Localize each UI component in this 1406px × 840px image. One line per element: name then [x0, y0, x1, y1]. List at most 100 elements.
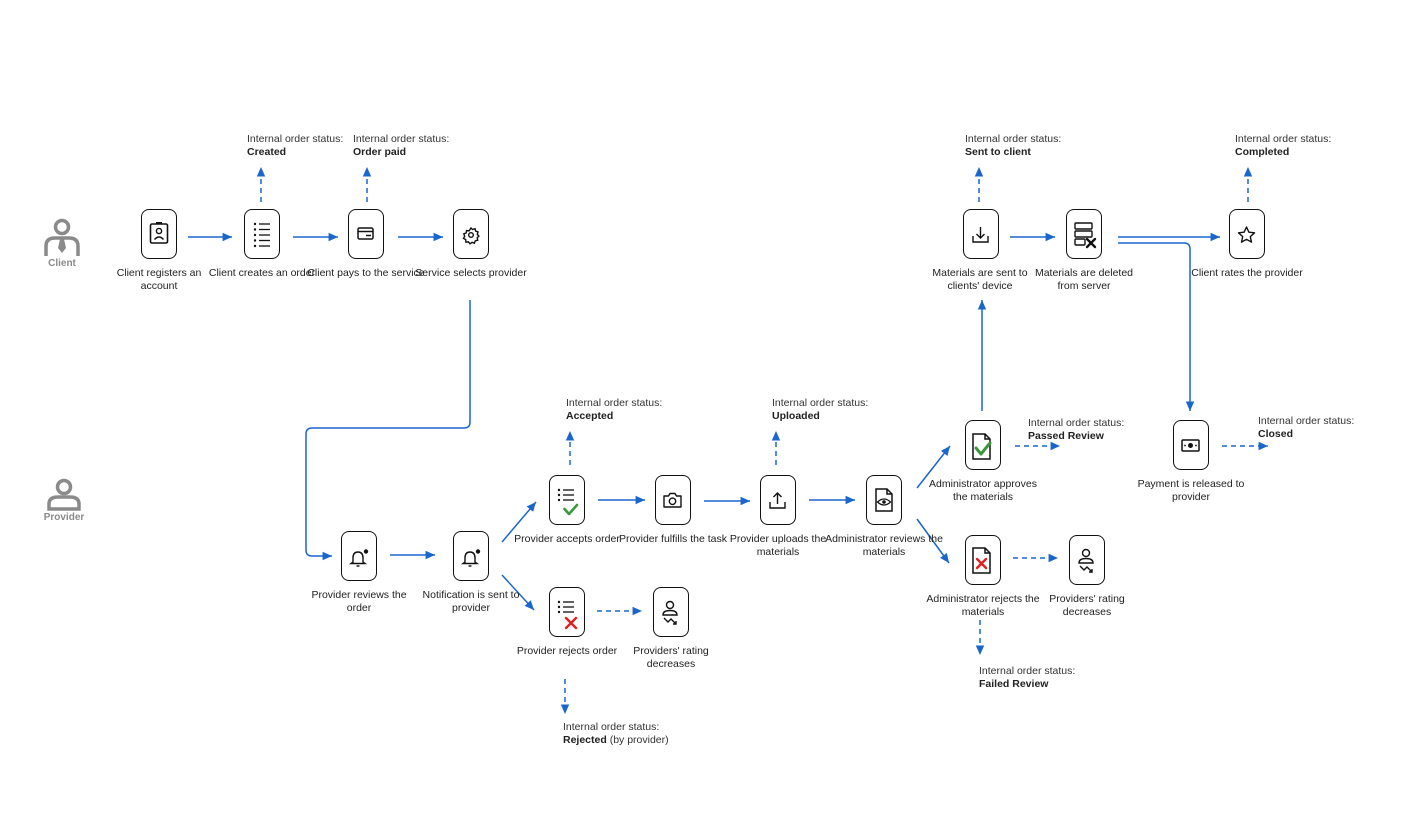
status-closed: Internal order status: Closed — [1258, 415, 1354, 441]
document-check-icon — [972, 433, 992, 460]
status-accepted-prefix: Internal order status: — [566, 397, 663, 409]
bell-icon — [460, 549, 481, 567]
document-cross-icon — [972, 547, 991, 574]
node-create — [244, 209, 280, 259]
status-passed: Internal order status: Passed Review — [1028, 417, 1124, 443]
status-closed-value: Closed — [1258, 428, 1294, 440]
status-completed: Internal order status: Completed — [1235, 133, 1331, 159]
label-adminreject: Administrator rejects the materials — [926, 593, 1040, 618]
rating-down-icon — [662, 600, 678, 625]
role-provider: Provider — [38, 478, 90, 523]
arrow-notify-accept — [501, 501, 537, 543]
rating-down-icon — [1078, 548, 1094, 573]
label-adminreview: Administrator reviews the materials — [825, 533, 943, 558]
node-fulfill — [655, 475, 691, 525]
gear-icon — [462, 226, 480, 245]
list-check-icon — [557, 488, 579, 516]
label-sent: Materials are sent to clients' device — [932, 267, 1028, 292]
node-approve — [965, 420, 1001, 470]
status-uploaded: Internal order status: Uploaded — [772, 397, 868, 423]
role-client: Client — [36, 218, 88, 269]
label-rating1: Providers' rating decreases — [633, 645, 709, 670]
label-review: Provider reviews the order — [311, 589, 407, 614]
label-register: Client registers an account — [116, 267, 202, 292]
node-register — [141, 209, 177, 259]
role-client-label: Client — [48, 258, 76, 269]
node-upload — [760, 475, 796, 525]
status-passed-prefix: Internal order status: — [1028, 417, 1125, 429]
bell-icon — [348, 549, 369, 567]
status-paid-value: Order paid — [353, 146, 407, 158]
status-completed-value: Completed — [1235, 146, 1290, 158]
provider-person-icon — [47, 478, 81, 511]
node-notify — [453, 531, 489, 581]
status-passed-value: Passed Review — [1028, 430, 1104, 442]
label-notify: Notification is sent to provider — [422, 589, 520, 614]
node-payment — [1173, 420, 1209, 470]
label-payment: Payment is released to provider — [1137, 478, 1245, 503]
node-pay — [348, 209, 384, 259]
label-select: Service selects provider — [415, 267, 527, 279]
label-fulfill: Provider fulfills the task — [619, 533, 727, 545]
status-uploaded-value: Uploaded — [772, 410, 820, 422]
node-reject — [549, 587, 585, 637]
status-accepted: Internal order status: Accepted — [566, 397, 662, 423]
label-reject: Provider rejects order — [516, 645, 618, 657]
status-uploaded-prefix: Internal order status: — [772, 397, 869, 409]
status-sent-value: Sent to client — [965, 146, 1031, 158]
status-created-value: Created — [247, 146, 287, 158]
node-select — [453, 209, 489, 259]
status-rejected-value: Rejected — [563, 734, 607, 746]
status-rejected-prefix: Internal order status: — [563, 721, 660, 733]
node-rate — [1229, 209, 1265, 259]
status-paid-prefix: Internal order status: — [353, 133, 450, 145]
arrow-select-review — [305, 300, 471, 561]
node-accept — [549, 475, 585, 525]
label-deleted: Materials are deleted from server — [1034, 267, 1134, 292]
node-deleted — [1066, 209, 1102, 259]
status-accepted-value: Accepted — [566, 410, 614, 422]
status-completed-prefix: Internal order status: — [1235, 133, 1332, 145]
server-delete-icon — [1074, 222, 1097, 249]
status-rejected-suffix: (by provider) — [606, 734, 669, 746]
camera-icon — [663, 492, 682, 508]
node-rating1 — [653, 587, 689, 637]
label-accept: Provider accepts order — [514, 533, 620, 545]
node-rating2 — [1069, 535, 1105, 585]
label-rate: Client rates the provider — [1191, 267, 1303, 279]
status-closed-prefix: Internal order status: — [1258, 415, 1355, 427]
role-provider-label: Provider — [43, 512, 85, 523]
list-cross-icon — [557, 600, 578, 630]
arrow-adminreview-approve — [916, 445, 951, 489]
status-failed-prefix: Internal order status: — [979, 665, 1076, 677]
label-approve: Administrator approves the materials — [929, 478, 1037, 503]
label-create: Client creates an order — [208, 267, 316, 279]
status-created: Internal order status: Created — [247, 133, 343, 159]
upload-icon — [769, 492, 786, 509]
node-review — [341, 531, 377, 581]
status-sent: Internal order status: Sent to client — [965, 133, 1061, 159]
status-rejected: Internal order status: Rejected (by prov… — [563, 721, 669, 747]
arrow-notify-reject — [501, 574, 535, 611]
status-created-prefix: Internal order status: — [247, 133, 344, 145]
credit-card-icon — [357, 227, 374, 240]
arrow-deleted-payment — [1118, 242, 1195, 411]
arrow-adminreview-adminreject — [916, 518, 950, 564]
label-upload: Provider uploads the materials — [729, 533, 827, 558]
money-icon — [1181, 439, 1200, 452]
node-adminreject — [965, 535, 1001, 585]
label-rating2: Providers' rating decreases — [1049, 593, 1125, 618]
label-pay: Client pays to the service — [307, 267, 425, 279]
node-sent — [963, 209, 999, 259]
status-sent-prefix: Internal order status: — [965, 133, 1062, 145]
status-failed: Internal order status: Failed Review — [979, 665, 1075, 691]
status-paid: Internal order status: Order paid — [353, 133, 449, 159]
node-adminreview — [866, 475, 902, 525]
id-badge-icon — [149, 222, 169, 244]
download-icon — [972, 227, 989, 243]
list-icon — [253, 222, 270, 248]
star-icon — [1237, 226, 1256, 243]
document-eye-icon — [875, 488, 893, 512]
